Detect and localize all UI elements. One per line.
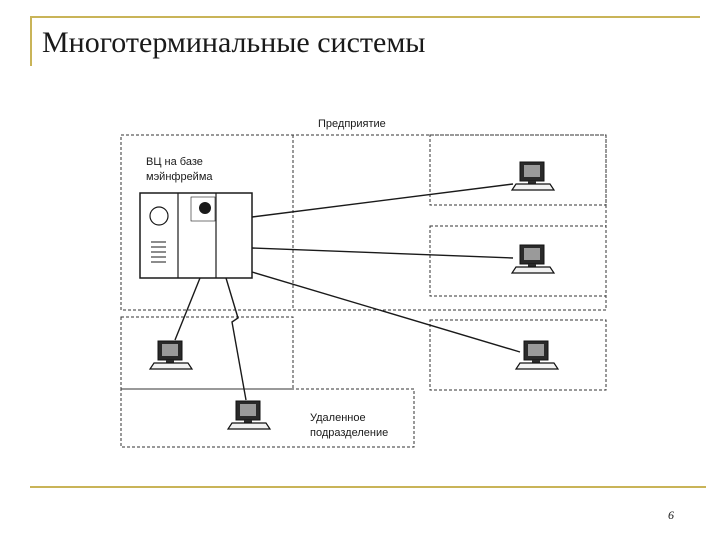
remote-area	[120, 316, 607, 448]
terminal-icon	[149, 340, 193, 370]
remote-unit-label-line2: подразделение	[310, 427, 388, 439]
terminal-icon	[511, 244, 555, 274]
enterprise-boundary	[120, 134, 607, 311]
remote-unit-label-line1: Удаленное	[310, 412, 366, 424]
remote-unit-zone	[120, 388, 415, 448]
enterprise-label: Предприятие	[318, 118, 386, 130]
slide-title: Многотерминальные системы	[42, 26, 426, 59]
connection-terminal-3	[251, 271, 521, 353]
computing-center-label-line2: мэйнфрейма	[146, 171, 213, 183]
mainframe-icon	[139, 192, 253, 279]
enterprise-area	[120, 134, 607, 311]
title-frame-vertical	[30, 16, 32, 66]
connection-terminal-1	[251, 183, 514, 218]
computing-center-label-line1: ВЦ на базе	[146, 156, 203, 168]
connection-terminal-2	[251, 247, 514, 259]
connection-lines	[174, 183, 521, 401]
terminal-icon	[511, 161, 555, 191]
connection-remote-terminal	[225, 277, 247, 401]
connection-local-terminal	[174, 277, 201, 341]
title-frame-horizontal	[30, 16, 700, 18]
footer-line	[30, 486, 706, 488]
page-number: 6	[668, 508, 674, 522]
terminal-icon	[515, 340, 559, 370]
terminal-zone-2	[429, 225, 607, 297]
terminal-zone-3	[429, 319, 607, 391]
local-terminal-zone	[120, 316, 294, 390]
terminal-zone-1	[429, 134, 607, 206]
terminal-icon	[227, 400, 271, 430]
